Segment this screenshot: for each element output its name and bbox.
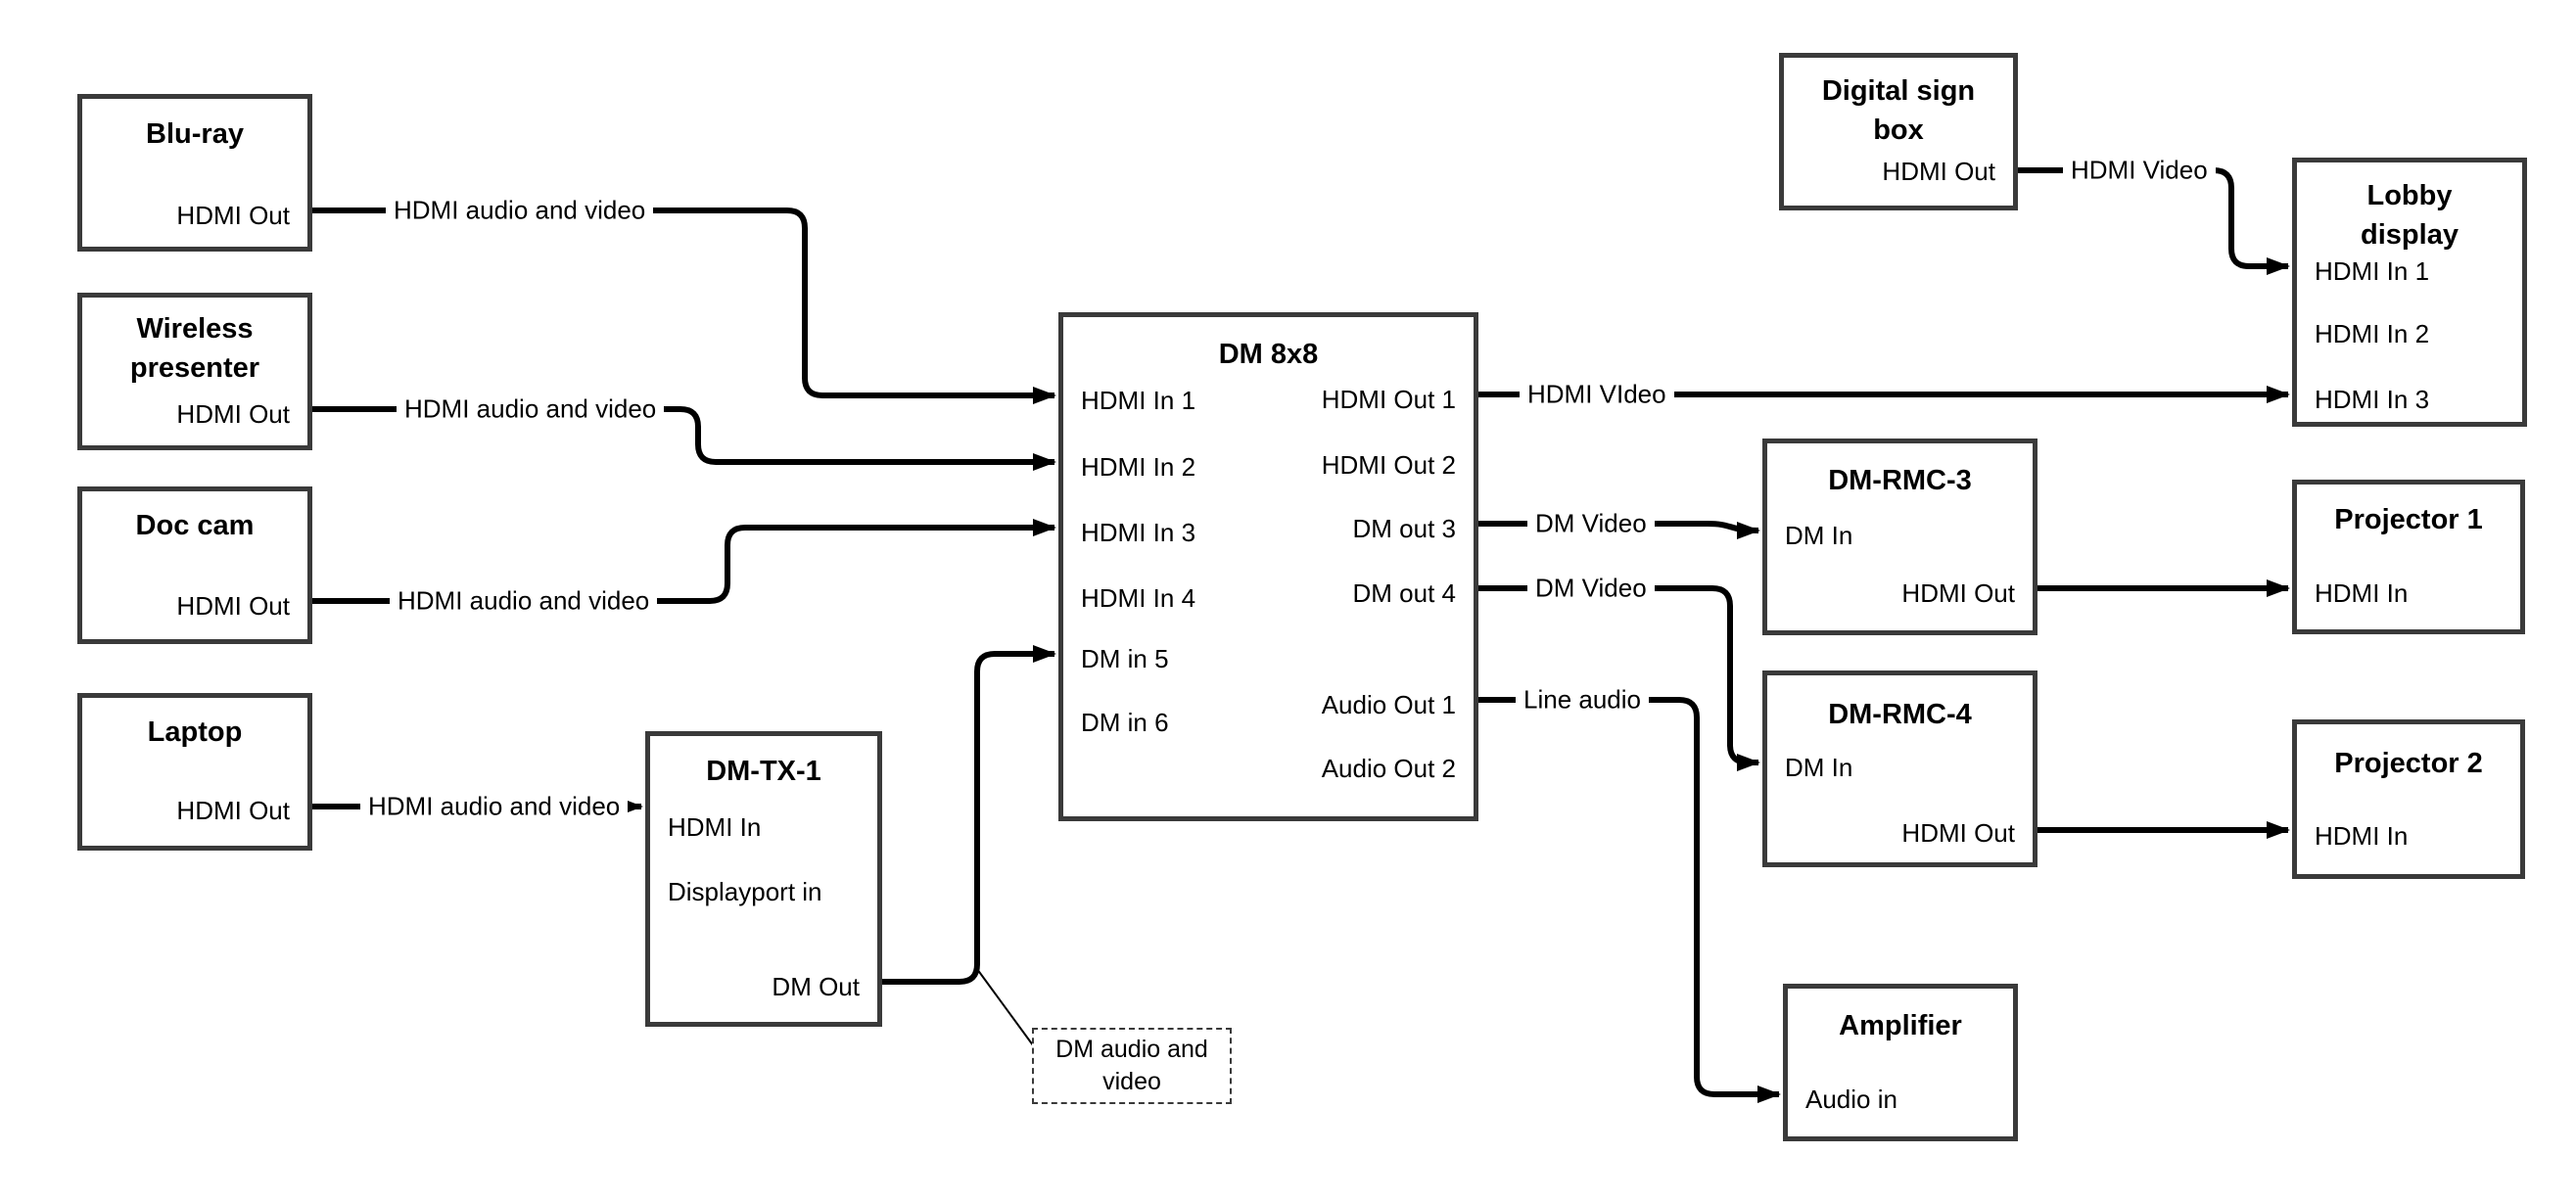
port-dm-8x8-hdmi-out-1: HDMI Out 1: [1321, 385, 1456, 414]
port-dm-tx-1-hdmi-in: HDMI In: [668, 812, 762, 842]
connection-label: Line audio: [1516, 684, 1649, 715]
port-lobby-display-hdmi-in-2: HDMI In 2: [2315, 319, 2430, 348]
node-title-line: Laptop: [147, 716, 243, 748]
port-dm-8x8-dm-out-4: DM out 4: [1352, 578, 1457, 608]
connection-line-dm-tx-1.dm-out-to-dm-8x8.dm-in-5: [882, 645, 1056, 985]
port-laptop-hdmi-out: HDMI Out: [176, 796, 290, 825]
node-title: Wireless presenter: [82, 309, 307, 388]
connection-label: HDMI audio and video: [397, 393, 665, 424]
port-projector-1-hdmi-in: HDMI In: [2315, 578, 2409, 608]
note-dm-audio-video-note: DM audio and video: [1032, 1028, 1232, 1104]
node-title-line: Projector 1: [2334, 504, 2483, 535]
port-dm-tx-1-dm-out: DM Out: [772, 972, 860, 1001]
node-title: Laptop: [82, 713, 307, 752]
node-title: Blu-ray: [82, 115, 307, 154]
connection-label: DM Video: [1527, 573, 1655, 603]
connection-line-digital-sign-box.hdmi-out-to-lobby-display.hdmi-in-1: [2018, 167, 2290, 275]
port-dm-rmc-4-dm-in: DM In: [1785, 753, 1853, 782]
connection-label: HDMI Video: [2063, 155, 2216, 185]
node-title: Lobby display: [2297, 176, 2522, 254]
port-dm-8x8-dm-in-6: DM in 6: [1081, 708, 1169, 737]
node-title-line: Digital sign: [1821, 75, 1976, 107]
node-title-line: Wireless: [136, 313, 254, 345]
port-dm-8x8-hdmi-out-2: HDMI Out 2: [1321, 450, 1456, 480]
node-projector-2: Projector 2 HDMI In: [2292, 719, 2525, 879]
node-title: Projector 1: [2297, 500, 2520, 539]
node-title: Doc cam: [82, 506, 307, 545]
node-title-line: DM-RMC-3: [1828, 465, 1972, 496]
node-title-line: Projector 2: [2334, 748, 2483, 779]
connection-line-dm-8x8.dm-out-3-to-dm-rmc-3.dm-in: [1478, 521, 1760, 539]
port-dm-8x8-dm-in-5: DM in 5: [1081, 644, 1169, 673]
port-dm-8x8-audio-out-1: Audio Out 1: [1321, 690, 1456, 719]
connection-label: HDMI audio and video: [390, 585, 658, 616]
node-title-line: display: [2361, 219, 2459, 251]
port-dm-8x8-hdmi-in-4: HDMI In 4: [1081, 583, 1196, 613]
port-wireless-presenter-hdmi-out: HDMI Out: [176, 399, 290, 429]
connection-label: HDMI VIdeo: [1520, 379, 1674, 409]
port-digital-sign-box-hdmi-out: HDMI Out: [1882, 157, 1995, 186]
port-dm-8x8-hdmi-in-3: HDMI In 3: [1081, 518, 1196, 547]
port-dm-8x8-hdmi-in-1: HDMI In 1: [1081, 386, 1196, 415]
node-title: Projector 2: [2297, 744, 2520, 783]
port-bluray-hdmi-out: HDMI Out: [176, 201, 290, 230]
connection-line-dm-8x8.audio-out-1-to-amplifier.audio-in: [1478, 697, 1781, 1103]
port-amplifier-audio-in: Audio in: [1805, 1085, 1897, 1114]
node-title-line: DM-RMC-4: [1828, 699, 1972, 730]
connection-line-dm-8x8.dm-out-4-to-dm-rmc-4.dm-in: [1478, 585, 1760, 771]
port-lobby-display-hdmi-in-1: HDMI In 1: [2315, 256, 2430, 286]
node-dm-rmc-3: DM-RMC-3 DM In HDMI Out: [1762, 439, 2037, 635]
node-title-line: Amplifier: [1839, 1010, 1962, 1041]
port-projector-2-hdmi-in: HDMI In: [2315, 821, 2409, 851]
connection-line-bluray.hdmi-out-to-dm-8x8.hdmi-in-1: [312, 208, 1056, 404]
port-dm-tx-1-displayport-in: Displayport in: [668, 877, 822, 906]
port-dm-rmc-3-dm-in: DM In: [1785, 521, 1853, 550]
node-title: DM-RMC-3: [1767, 461, 2033, 500]
port-dm-8x8-dm-out-3: DM out 3: [1352, 514, 1457, 543]
connection-label: DM Video: [1527, 508, 1655, 538]
node-title: DM-TX-1: [650, 752, 877, 791]
port-dm-8x8-audio-out-2: Audio Out 2: [1321, 754, 1456, 783]
port-dm-8x8-hdmi-in-2: HDMI In 2: [1081, 452, 1196, 482]
node-title-line: Lobby: [2366, 180, 2453, 211]
node-title: DM 8x8: [1063, 335, 1474, 374]
node-title-line: presenter: [129, 352, 260, 384]
node-dm-rmc-4: DM-RMC-4 DM In HDMI Out: [1762, 670, 2037, 867]
connection-line-doc-cam.hdmi-out-to-dm-8x8.hdmi-in-3: [312, 519, 1056, 604]
connection-line-wireless-presenter.hdmi-out-to-dm-8x8.hdmi-in-2: [312, 406, 1056, 471]
port-lobby-display-hdmi-in-3: HDMI In 3: [2315, 385, 2430, 414]
connection-label: HDMI audio and video: [386, 195, 654, 225]
note-text-line: video: [1102, 1068, 1161, 1095]
node-title-line: DM-TX-1: [706, 756, 821, 787]
node-title-line: Doc cam: [135, 510, 255, 541]
connection-label: HDMI audio and video: [360, 791, 629, 821]
node-title: Digital sign box: [1784, 71, 2013, 150]
node-title-line: Blu-ray: [146, 118, 244, 150]
note-text-line: DM audio and: [1055, 1036, 1208, 1063]
node-title: DM-RMC-4: [1767, 695, 2033, 734]
connection-line-dm-tx-1.dm-out-line-to-dm-audio-video-note: [976, 968, 1037, 1050]
port-dm-rmc-3-hdmi-out: HDMI Out: [1901, 578, 2015, 608]
node-title-line: box: [1873, 115, 1924, 146]
node-title-line: DM 8x8: [1218, 339, 1319, 370]
node-projector-1: Projector 1 HDMI In: [2292, 480, 2525, 634]
port-dm-rmc-4-hdmi-out: HDMI Out: [1901, 818, 2015, 848]
node-title: Amplifier: [1788, 1006, 2013, 1045]
port-doc-cam-hdmi-out: HDMI Out: [176, 591, 290, 621]
